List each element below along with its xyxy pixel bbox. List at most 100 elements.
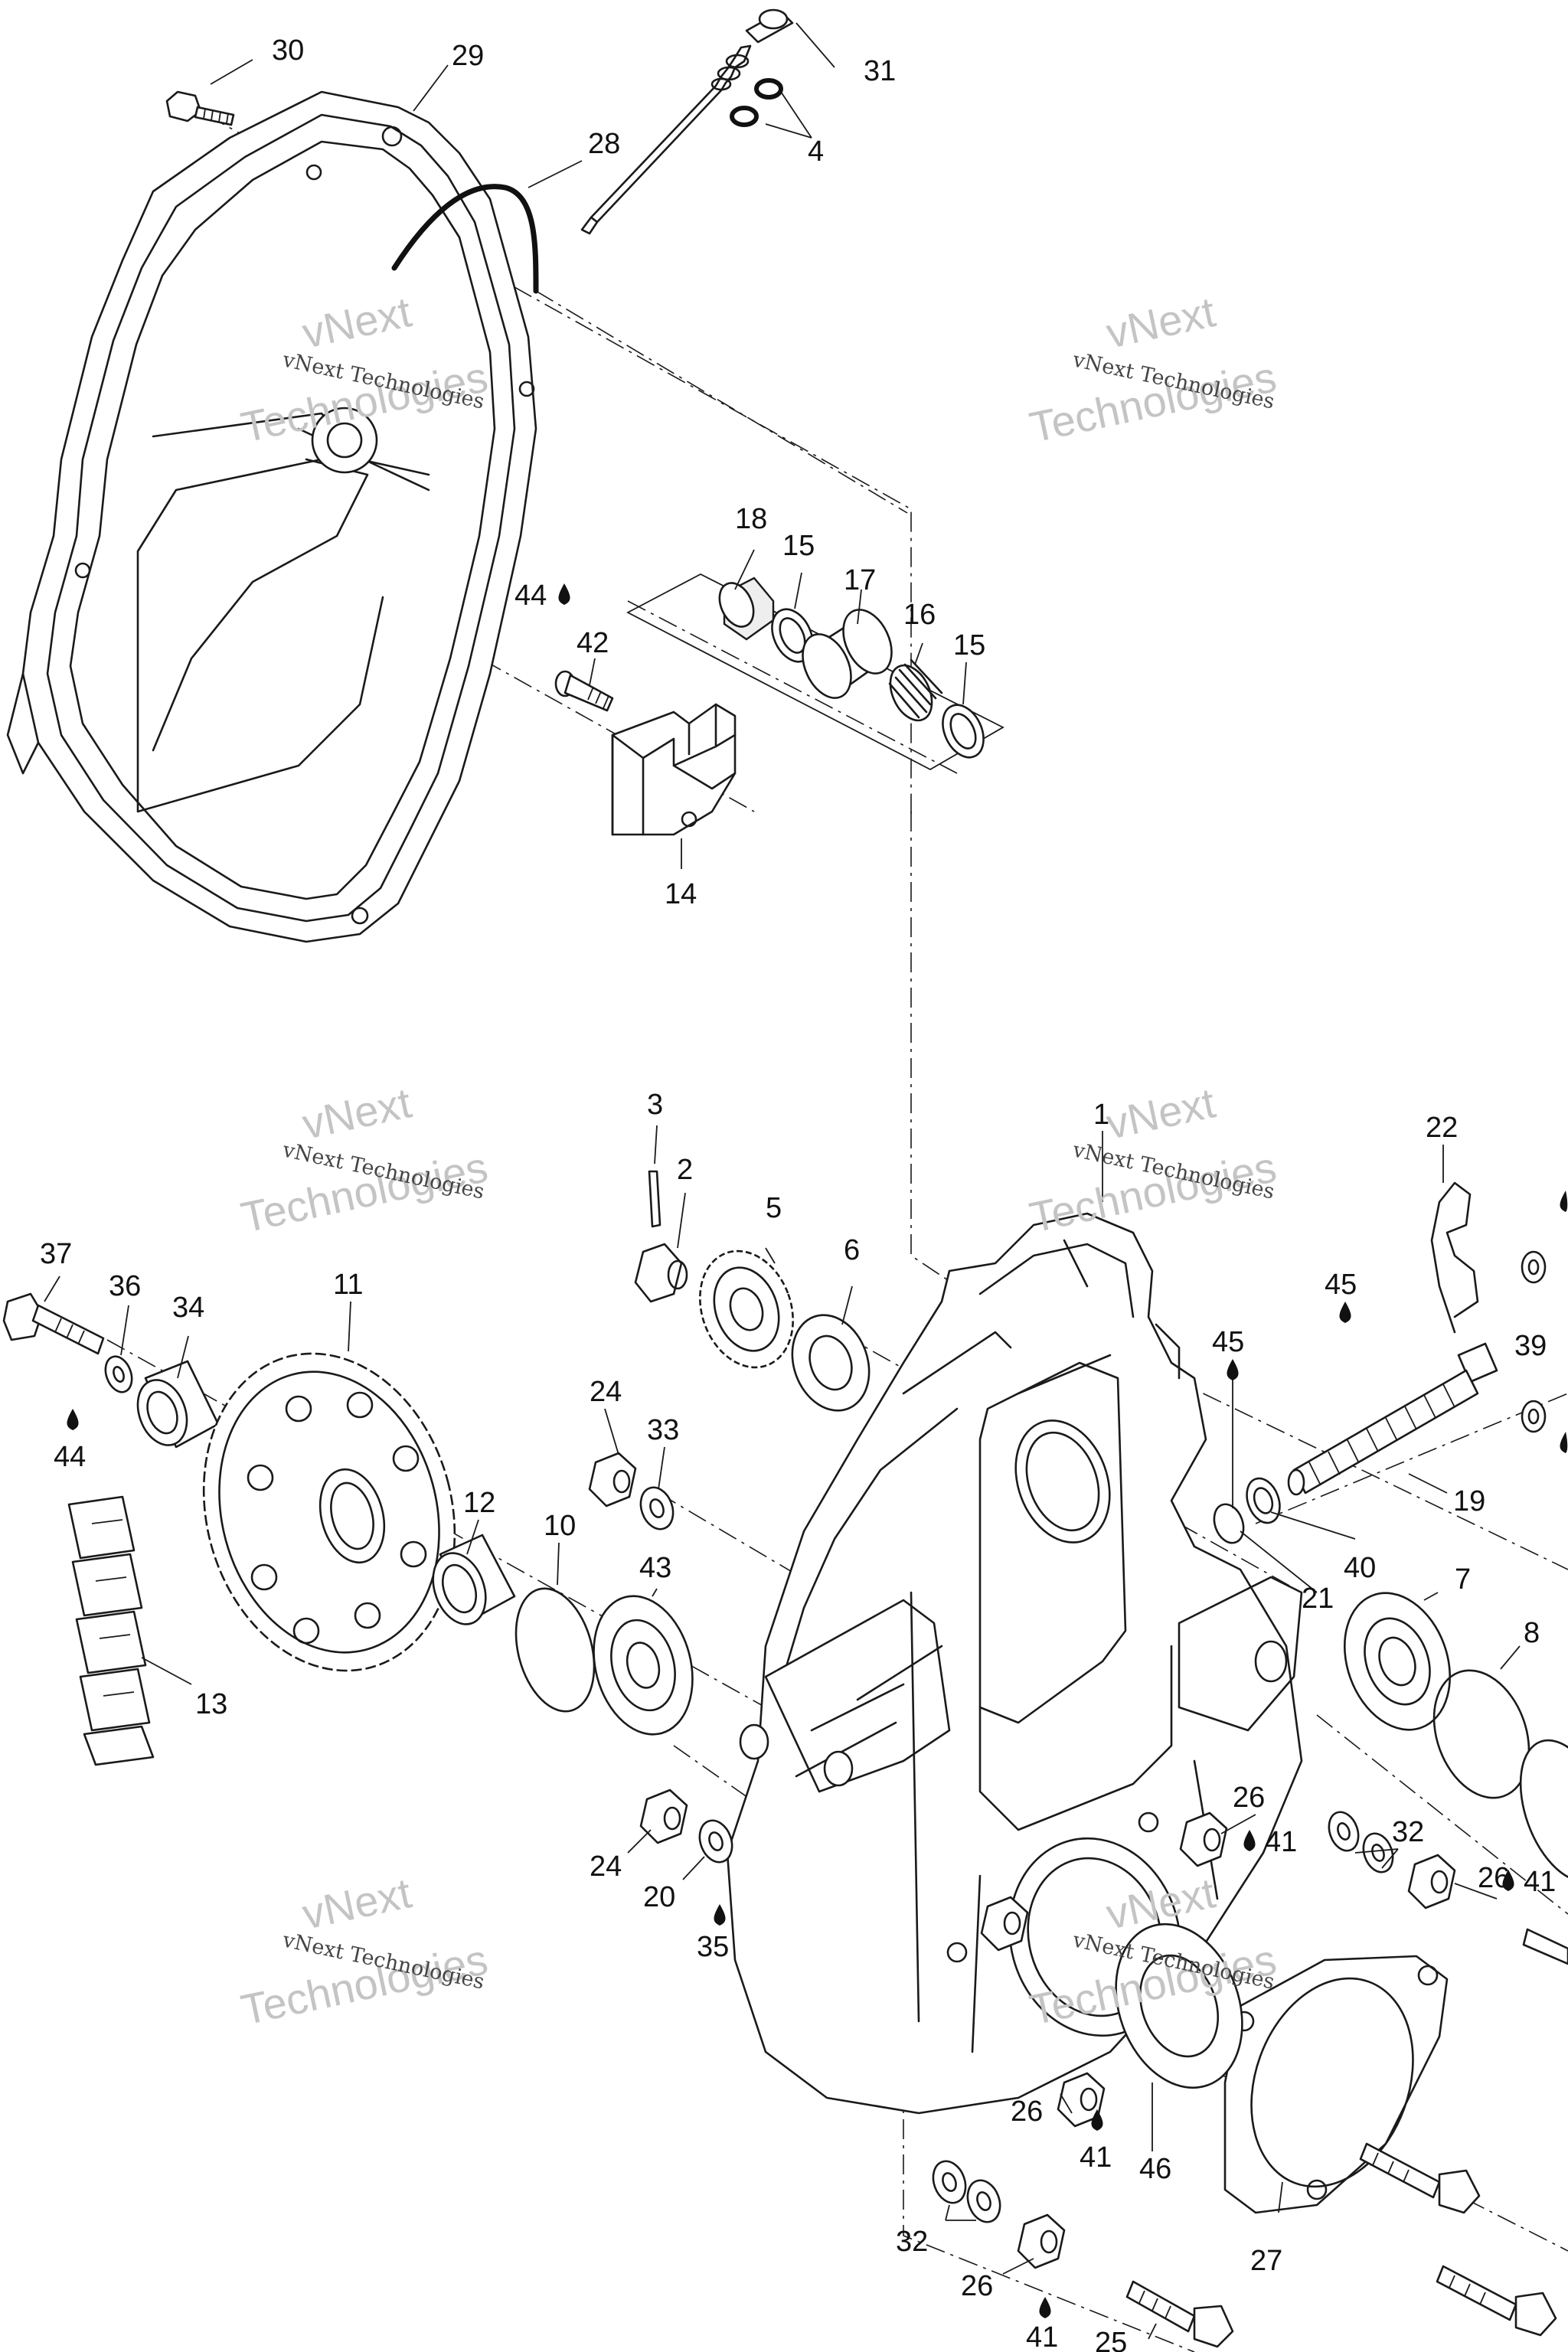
callout-46: 46 bbox=[1139, 2153, 1171, 2185]
callout-12: 12 bbox=[463, 1487, 495, 1519]
callout-41-right: 41 bbox=[1524, 1866, 1556, 1898]
snap-ring-right bbox=[1432, 1669, 1530, 1799]
washer-set-edge bbox=[1521, 1250, 1547, 1433]
needle-bearing bbox=[888, 658, 943, 722]
cover-bolt-mid bbox=[1359, 2142, 1481, 2214]
drive-bolt bbox=[2, 1292, 105, 1355]
dipstick bbox=[580, 8, 794, 235]
nut-housing-inner bbox=[980, 1896, 1029, 1952]
callout-7: 7 bbox=[1455, 1563, 1471, 1596]
oil-drop-icon bbox=[1091, 2109, 1103, 2131]
tensioner-bolt bbox=[554, 670, 614, 712]
washer-pair-right bbox=[1328, 1811, 1394, 1873]
gasket bbox=[1223, 1955, 1449, 2214]
tensioner-washer-right bbox=[942, 704, 985, 759]
callout-1: 1 bbox=[1093, 1099, 1109, 1131]
watermark-big-line1: vNext bbox=[1102, 1078, 1220, 1148]
callout-32-bottom: 32 bbox=[896, 2226, 928, 2258]
callout-14: 14 bbox=[665, 878, 697, 910]
oil-drop-icon bbox=[1560, 1191, 1568, 1212]
cover-screw bbox=[165, 90, 235, 126]
cover-bolt-bottom bbox=[1125, 2280, 1234, 2348]
callout-17: 17 bbox=[844, 564, 876, 596]
callout-13: 13 bbox=[195, 1688, 227, 1720]
nut-upper bbox=[588, 1452, 637, 1508]
chaincase-cover bbox=[6, 90, 537, 943]
callout-29: 29 bbox=[452, 40, 484, 72]
leader-lines bbox=[44, 22, 1521, 2340]
callout-33: 33 bbox=[647, 1414, 679, 1446]
callout-26-bottom: 26 bbox=[961, 2270, 993, 2302]
callout-41-mid: 41 bbox=[1265, 1826, 1297, 1858]
callout-26-center: 26 bbox=[1011, 2096, 1043, 2128]
callout-28: 28 bbox=[588, 128, 620, 160]
callout-11: 11 bbox=[333, 1269, 363, 1301]
callout-45-mid: 45 bbox=[1212, 1326, 1244, 1358]
ball-bearing-right bbox=[1343, 1592, 1452, 1731]
callout-21: 21 bbox=[1302, 1583, 1334, 1615]
callout-41-center: 41 bbox=[1080, 2141, 1112, 2174]
callout-40: 40 bbox=[1344, 1552, 1376, 1584]
callout-26-mid: 26 bbox=[1233, 1782, 1265, 1814]
callout-39: 39 bbox=[1514, 1330, 1547, 1362]
watermark-big-line1: vNext bbox=[298, 1078, 416, 1148]
upper-sprocket bbox=[699, 1250, 794, 1369]
callout-3: 3 bbox=[647, 1089, 663, 1121]
callout-24-top: 24 bbox=[590, 1376, 622, 1408]
nut-housing-mid bbox=[1179, 1811, 1228, 1867]
sprocket-spacer bbox=[432, 1534, 516, 1625]
tensioner-roller bbox=[802, 609, 893, 699]
callout-8: 8 bbox=[1524, 1617, 1540, 1649]
oil-drop-icon bbox=[1339, 1302, 1351, 1323]
oil-drop-icon bbox=[714, 1904, 726, 1926]
cable bbox=[391, 184, 539, 294]
callout-19: 19 bbox=[1453, 1485, 1485, 1517]
callout-2: 2 bbox=[677, 1154, 693, 1186]
watermark-big-line1: vNext bbox=[298, 1868, 416, 1938]
flat-washer-adjuster bbox=[1246, 1477, 1281, 1524]
callout-41-bottom: 41 bbox=[1026, 2321, 1058, 2352]
nut-lower bbox=[639, 1788, 688, 1844]
callout-44-top: 44 bbox=[514, 580, 547, 612]
callout-32-right: 32 bbox=[1392, 1816, 1424, 1848]
o-rings bbox=[730, 78, 783, 127]
hair-pin-cotter bbox=[1430, 1181, 1479, 1334]
callout-42: 42 bbox=[577, 627, 609, 659]
upper-bearing bbox=[791, 1314, 871, 1412]
callout-5: 5 bbox=[766, 1192, 782, 1224]
oil-drop-icon bbox=[1039, 2297, 1051, 2318]
ball-bearing-left bbox=[593, 1595, 694, 1736]
callout-45-right: 45 bbox=[1325, 1269, 1357, 1301]
edge-bolt bbox=[1522, 1928, 1568, 1965]
nut-right bbox=[1407, 1854, 1456, 1909]
callout-22: 22 bbox=[1426, 1112, 1458, 1144]
callout-30: 30 bbox=[272, 34, 304, 67]
callout-34: 34 bbox=[172, 1292, 204, 1324]
castle-nut bbox=[634, 1243, 688, 1303]
adjuster-bolt bbox=[1287, 1342, 1498, 1496]
oil-drop-icon bbox=[1243, 1830, 1256, 1851]
washer-lower bbox=[698, 1819, 733, 1864]
callout-25: 25 bbox=[1095, 2327, 1127, 2352]
drive-chain bbox=[67, 1495, 155, 1766]
retaining-ring-left bbox=[514, 1587, 596, 1713]
oil-drop-icon bbox=[558, 583, 570, 605]
drive-spacer bbox=[136, 1360, 220, 1449]
callout-15-top: 15 bbox=[782, 530, 815, 562]
tensioner-plate-outline bbox=[626, 573, 1004, 771]
callout-27: 27 bbox=[1250, 2245, 1282, 2277]
callout-37: 37 bbox=[40, 1238, 72, 1270]
watermark-big-line1: vNext bbox=[1102, 287, 1220, 357]
callout-24-bottom: 24 bbox=[590, 1851, 622, 1883]
oil-drop-icon bbox=[1227, 1359, 1239, 1380]
callout-44-left: 44 bbox=[54, 1441, 86, 1473]
callout-26-right: 26 bbox=[1478, 1862, 1510, 1894]
callout-35: 35 bbox=[697, 1931, 729, 1963]
lock-washer-adjuster bbox=[1213, 1503, 1245, 1544]
drive-washer bbox=[104, 1355, 133, 1393]
callout-4-top: 4 bbox=[808, 136, 824, 168]
washer-pair-bottom bbox=[932, 2160, 1001, 2223]
callout-15-right: 15 bbox=[953, 629, 985, 662]
cotter-pin bbox=[648, 1170, 662, 1228]
